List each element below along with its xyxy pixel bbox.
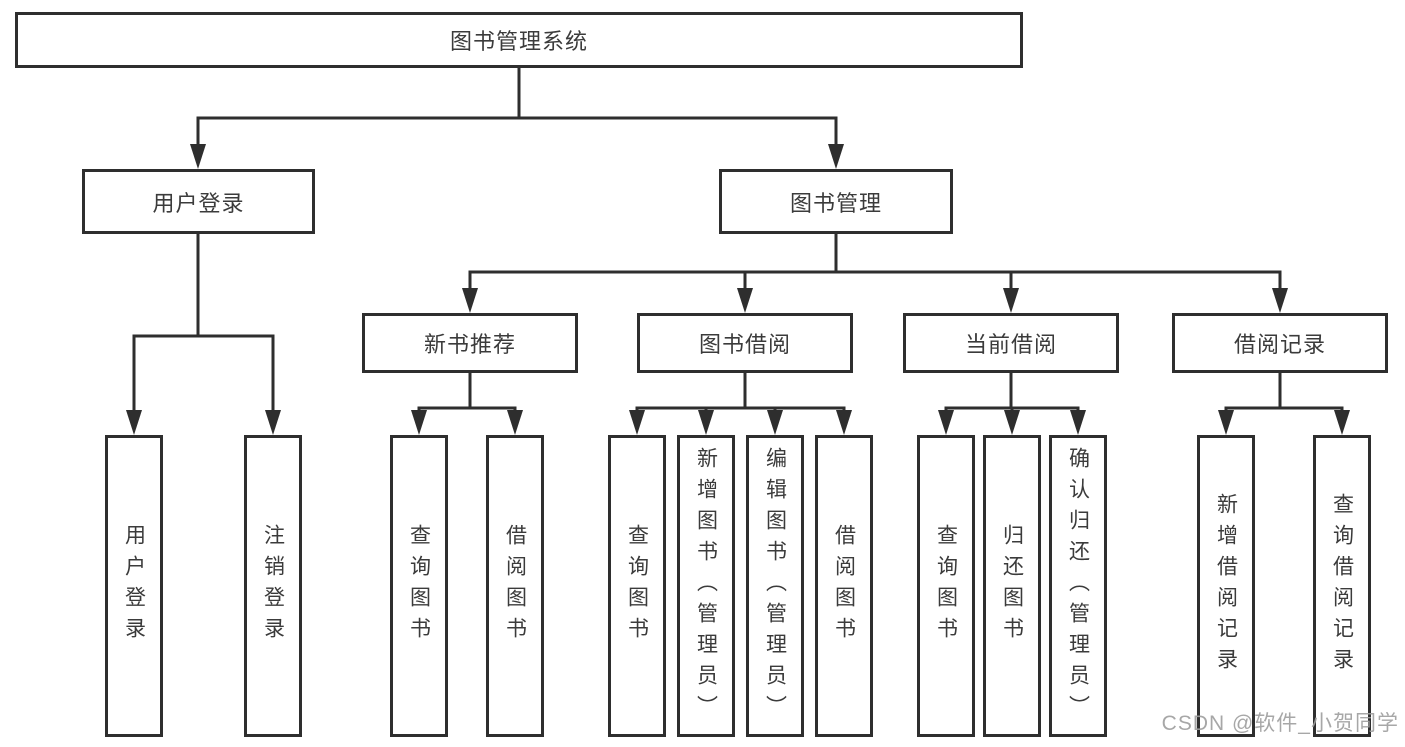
leaf-query-book-2: 查询图书 — [608, 435, 666, 737]
node-borrow-record: 借阅记录 — [1172, 313, 1388, 373]
node-label: 借阅记录 — [1233, 332, 1326, 357]
node-label: 当前借阅 — [964, 332, 1057, 357]
node-label: 查询借阅记录 — [1330, 493, 1354, 679]
node-label: 借阅图书 — [503, 524, 527, 648]
node-user-login: 用户登录 — [82, 169, 315, 234]
node-label: 借阅图书 — [832, 524, 856, 648]
leaf-add-borrow-record: 新增借阅记录 — [1197, 435, 1255, 737]
node-label: 归还图书 — [1000, 524, 1024, 648]
leaf-user-login: 用户登录 — [105, 435, 163, 737]
node-book-management: 图书管理 — [719, 169, 953, 234]
leaf-return-book: 归还图书 — [983, 435, 1041, 737]
leaf-borrow-book-1: 借阅图书 — [486, 435, 544, 737]
node-label: 用户登录 — [122, 524, 146, 648]
node-label: 确认归还（管理员） — [1066, 446, 1090, 726]
node-label: 新增借阅记录 — [1214, 493, 1238, 679]
node-label: 编辑图书（管理员） — [763, 446, 787, 726]
node-new-book-recommend: 新书推荐 — [362, 313, 578, 373]
leaf-query-book-1: 查询图书 — [390, 435, 448, 737]
node-current-borrow: 当前借阅 — [903, 313, 1119, 373]
node-label: 查询图书 — [934, 524, 958, 648]
leaf-confirm-return-admin: 确认归还（管理员） — [1049, 435, 1107, 737]
node-library-management-system: 图书管理系统 — [15, 12, 1023, 68]
node-book-borrow: 图书借阅 — [637, 313, 853, 373]
node-label: 图书借阅 — [698, 332, 791, 357]
leaf-logout: 注销登录 — [244, 435, 302, 737]
node-label: 查询图书 — [625, 524, 649, 648]
leaf-edit-book-admin: 编辑图书（管理员） — [746, 435, 804, 737]
leaf-add-book-admin: 新增图书（管理员） — [677, 435, 735, 737]
leaf-borrow-book-2: 借阅图书 — [815, 435, 873, 737]
leaf-query-borrow-record: 查询借阅记录 — [1313, 435, 1371, 737]
node-label: 新增图书（管理员） — [694, 446, 718, 726]
node-label: 用户登录 — [152, 190, 245, 216]
node-label: 查询图书 — [407, 524, 431, 648]
node-label: 图书管理系统 — [449, 29, 588, 54]
leaf-query-book-3: 查询图书 — [917, 435, 975, 737]
node-label: 图书管理 — [789, 190, 882, 216]
node-label: 新书推荐 — [423, 332, 516, 357]
node-label: 注销登录 — [261, 524, 285, 648]
